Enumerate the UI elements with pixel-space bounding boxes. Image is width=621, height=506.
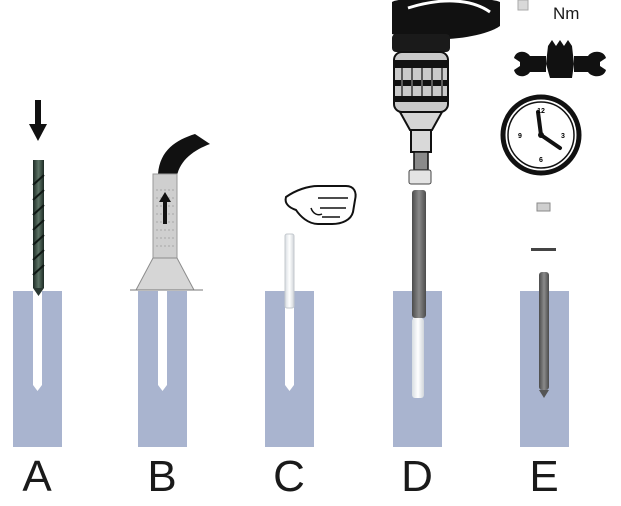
torque-socket-icon (518, 0, 528, 10)
substrate-block-a (13, 291, 62, 447)
svg-text:9: 9 (518, 133, 522, 140)
substrate-block-b (138, 291, 187, 447)
hammer-drill-icon (392, 0, 500, 184)
anchor-washer-e (531, 248, 556, 251)
pointing-hand-icon (286, 186, 356, 224)
torque-wrench-icon (514, 40, 606, 78)
step-label-d: D (377, 452, 457, 502)
substrate-block-c (265, 291, 314, 447)
down-arrow-icon (29, 100, 47, 141)
svg-text:12: 12 (537, 108, 545, 115)
step-label-c: C (249, 452, 329, 502)
blower-pump-icon (130, 134, 210, 290)
step-label-a: A (0, 452, 77, 502)
anchor-rod-d (412, 190, 426, 398)
step-label-e: E (504, 452, 584, 502)
torque-unit-label: Nm (553, 4, 579, 24)
svg-text:3: 3 (561, 133, 565, 140)
anchor-rod-e (539, 272, 549, 398)
resin-capsule (285, 234, 294, 308)
anchor-nut-e (537, 203, 550, 211)
drill-bit-icon (33, 160, 44, 296)
step-label-b: B (122, 452, 202, 502)
clock-icon: 12 3 6 9 (503, 97, 579, 173)
svg-text:6: 6 (539, 157, 543, 164)
